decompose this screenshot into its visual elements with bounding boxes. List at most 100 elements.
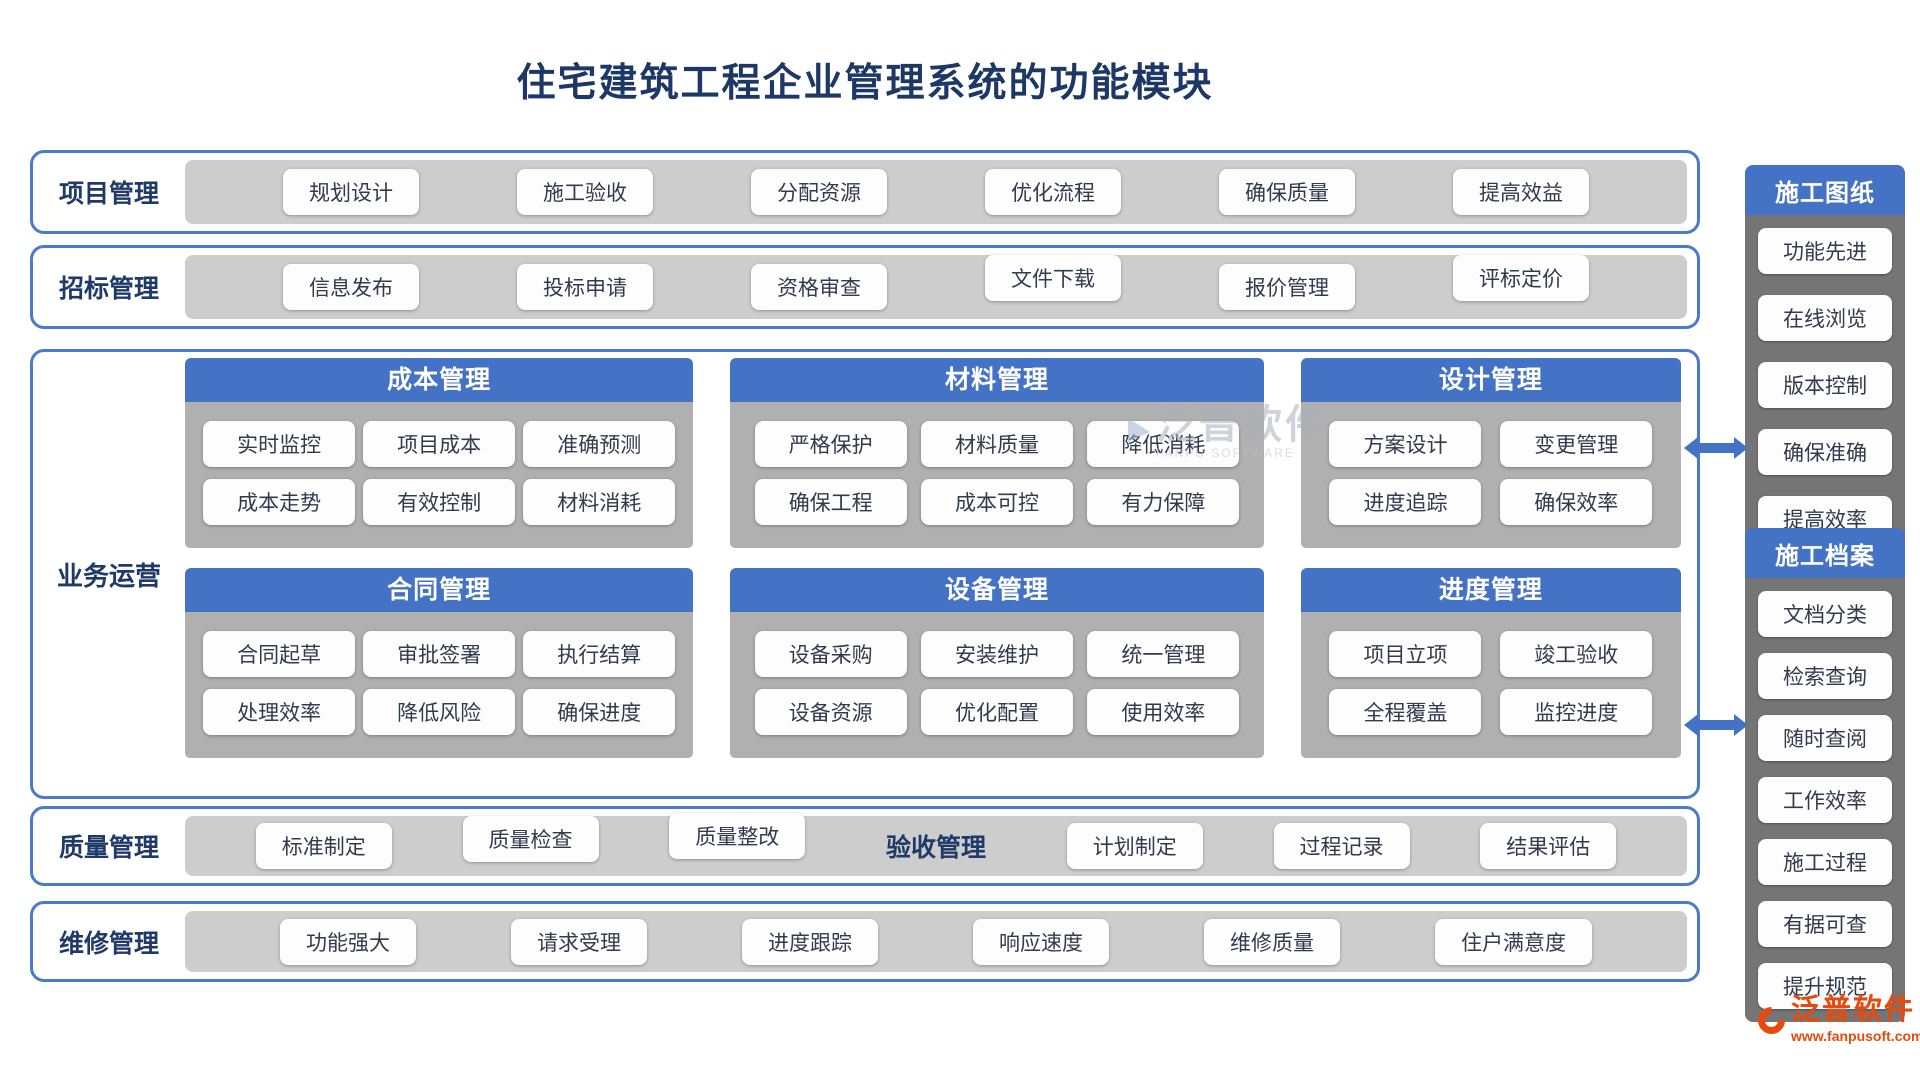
- feature-button[interactable]: 维修质量: [1204, 918, 1340, 965]
- feature-button[interactable]: 实时监控: [203, 421, 356, 468]
- feature-button[interactable]: 工作效率: [1758, 777, 1892, 823]
- band-label-quality: 质量管理: [58, 834, 159, 862]
- feature-button[interactable]: 降低消耗: [1087, 421, 1240, 468]
- feature-button[interactable]: 质量检查: [462, 816, 599, 862]
- module-block: 材料管理严格保护材料质量降低消耗确保工程成本可控有力保障: [730, 358, 1264, 548]
- feature-button[interactable]: 成本走势: [203, 478, 356, 525]
- feature-button[interactable]: 安装维护: [921, 631, 1074, 678]
- fanpu-brand: 泛普软件 www.fanpusoft.com: [1752, 994, 1920, 1044]
- feature-button[interactable]: 随时查阅: [1758, 715, 1892, 761]
- module-block-title: 合同管理: [185, 568, 694, 612]
- brand-url[interactable]: www.fanpusoft.com: [1791, 1028, 1920, 1044]
- feature-button-row: 方案设计变更管理: [1311, 421, 1671, 468]
- feature-button[interactable]: 施工过程: [1758, 839, 1892, 885]
- feature-button[interactable]: 文件下载: [985, 255, 1121, 301]
- feature-button[interactable]: 提高效益: [1453, 169, 1589, 215]
- feature-button-row: 确保工程成本可控有力保障: [740, 478, 1253, 525]
- feature-button[interactable]: 审批签署: [363, 631, 516, 678]
- feature-button[interactable]: 结果评估: [1480, 823, 1617, 869]
- feature-button[interactable]: 进度追踪: [1329, 478, 1482, 525]
- band-label-acceptance: 验收管理: [886, 834, 987, 862]
- feature-button[interactable]: 分配资源: [751, 169, 887, 215]
- feature-button-row: 计划制定 过程记录 结果评估: [996, 823, 1687, 869]
- module-block: 进度管理项目立项竣工验收全程覆盖监控进度: [1300, 568, 1681, 758]
- feature-button-row: 功能强大 请求受理 进度跟踪 响应速度 维修质量 住户满意度: [185, 918, 1687, 965]
- feature-button[interactable]: 响应速度: [973, 918, 1109, 965]
- feature-button[interactable]: 材料消耗: [523, 478, 676, 525]
- band-tray: 功能强大 请求受理 进度跟踪 响应速度 维修质量 住户满意度: [185, 911, 1687, 972]
- section-label-business: 业务运营: [56, 560, 161, 591]
- feature-button[interactable]: 检索查询: [1758, 653, 1892, 699]
- feature-button-row: 实时监控项目成本准确预测: [195, 421, 683, 468]
- feature-button[interactable]: 资格审查: [751, 264, 887, 310]
- feature-button[interactable]: 变更管理: [1500, 421, 1653, 468]
- module-block: 合同管理合同起草审批签署执行结算处理效率降低风险确保进度: [185, 568, 694, 758]
- module-block-title: 成本管理: [185, 358, 694, 402]
- feature-button[interactable]: 在线浏览: [1758, 295, 1892, 341]
- sidebar-body: 文档分类检索查询随时查阅工作效率施工过程有据可查提升规范: [1745, 578, 1905, 1022]
- feature-button-row: 处理效率降低风险确保进度: [195, 688, 683, 735]
- feature-button[interactable]: 标准制定: [255, 823, 392, 869]
- feature-button[interactable]: 统一管理: [1087, 631, 1240, 678]
- band-project-management: 项目管理 规划设计 施工验收 分配资源 优化流程 确保质量 提高效益: [30, 150, 1700, 234]
- feature-button[interactable]: 监控进度: [1500, 688, 1653, 735]
- feature-button[interactable]: 优化流程: [985, 169, 1121, 215]
- feature-button[interactable]: 材料质量: [921, 421, 1074, 468]
- module-block-grid: 成本管理实时监控项目成本准确预测成本走势有效控制材料消耗材料管理严格保护材料质量…: [185, 358, 1681, 758]
- feature-button-row: 项目立项竣工验收: [1311, 631, 1671, 678]
- feature-button[interactable]: 计划制定: [1066, 823, 1203, 869]
- feature-button[interactable]: 有效控制: [363, 478, 516, 525]
- feature-button[interactable]: 评标定价: [1453, 255, 1589, 301]
- band-tray: 规划设计 施工验收 分配资源 优化流程 确保质量 提高效益: [185, 160, 1687, 224]
- feature-button[interactable]: 提升规范: [1758, 963, 1892, 1009]
- feature-button-row: 设备资源优化配置使用效率: [740, 688, 1253, 735]
- sidebar-body: 功能先进在线浏览版本控制确保准确提高效率: [1745, 215, 1905, 555]
- feature-button[interactable]: 确保工程: [754, 478, 907, 525]
- band-label-bidding: 招标管理: [58, 275, 159, 303]
- feature-button[interactable]: 有力保障: [1087, 478, 1240, 525]
- feature-button[interactable]: 投标申请: [517, 264, 653, 310]
- section-business-operations: 业务运营 成本管理实时监控项目成本准确预测成本走势有效控制材料消耗材料管理严格保…: [30, 349, 1700, 799]
- feature-button[interactable]: 执行结算: [523, 631, 676, 678]
- feature-button[interactable]: 确保质量: [1219, 169, 1355, 215]
- module-block-title: 进度管理: [1300, 568, 1681, 612]
- sidebar-construction-drawings: 施工图纸 功能先进在线浏览版本控制确保准确提高效率: [1745, 165, 1905, 555]
- feature-button[interactable]: 文档分类: [1758, 591, 1892, 637]
- feature-button[interactable]: 功能强大: [280, 918, 416, 965]
- band-label-maintenance: 维修管理: [58, 929, 159, 958]
- band-label-project: 项目管理: [58, 180, 159, 208]
- feature-button[interactable]: 请求受理: [511, 918, 647, 965]
- feature-button[interactable]: 确保进度: [523, 688, 676, 735]
- feature-button[interactable]: 项目立项: [1329, 631, 1482, 678]
- feature-button[interactable]: 设备采购: [754, 631, 907, 678]
- feature-button[interactable]: 规划设计: [283, 169, 419, 215]
- feature-button[interactable]: 准确预测: [523, 421, 676, 468]
- feature-button[interactable]: 优化配置: [921, 688, 1074, 735]
- feature-button[interactable]: 进度跟踪: [742, 918, 878, 965]
- feature-button[interactable]: 过程记录: [1273, 823, 1410, 869]
- feature-button[interactable]: 施工验收: [517, 169, 653, 215]
- feature-button[interactable]: 信息发布: [283, 264, 419, 310]
- feature-button[interactable]: 处理效率: [203, 688, 356, 735]
- feature-button[interactable]: 严格保护: [754, 421, 907, 468]
- feature-button[interactable]: 功能先进: [1758, 228, 1892, 274]
- feature-button[interactable]: 确保准确: [1758, 429, 1892, 475]
- feature-button[interactable]: 版本控制: [1758, 362, 1892, 408]
- feature-button[interactable]: 报价管理: [1219, 264, 1355, 310]
- feature-button[interactable]: 竣工验收: [1500, 631, 1653, 678]
- feature-button[interactable]: 成本可控: [921, 478, 1074, 525]
- feature-button[interactable]: 项目成本: [363, 421, 516, 468]
- feature-button[interactable]: 方案设计: [1329, 421, 1482, 468]
- feature-button[interactable]: 使用效率: [1087, 688, 1240, 735]
- feature-button[interactable]: 质量整改: [669, 813, 806, 859]
- band-bidding-management: 招标管理 信息发布 投标申请 资格审查 文件下载 报价管理 评标定价: [30, 245, 1700, 329]
- band-maintenance-management: 维修管理 功能强大 请求受理 进度跟踪 响应速度 维修质量 住户满意度: [30, 901, 1700, 982]
- feature-button[interactable]: 确保效率: [1500, 478, 1653, 525]
- feature-button[interactable]: 有据可查: [1758, 901, 1892, 947]
- feature-button[interactable]: 住户满意度: [1435, 918, 1592, 965]
- feature-button[interactable]: 设备资源: [754, 688, 907, 735]
- feature-button[interactable]: 降低风险: [363, 688, 516, 735]
- feature-button[interactable]: 合同起草: [203, 631, 356, 678]
- brand-name: 泛普软件: [1791, 994, 1916, 1026]
- feature-button[interactable]: 全程覆盖: [1329, 688, 1482, 735]
